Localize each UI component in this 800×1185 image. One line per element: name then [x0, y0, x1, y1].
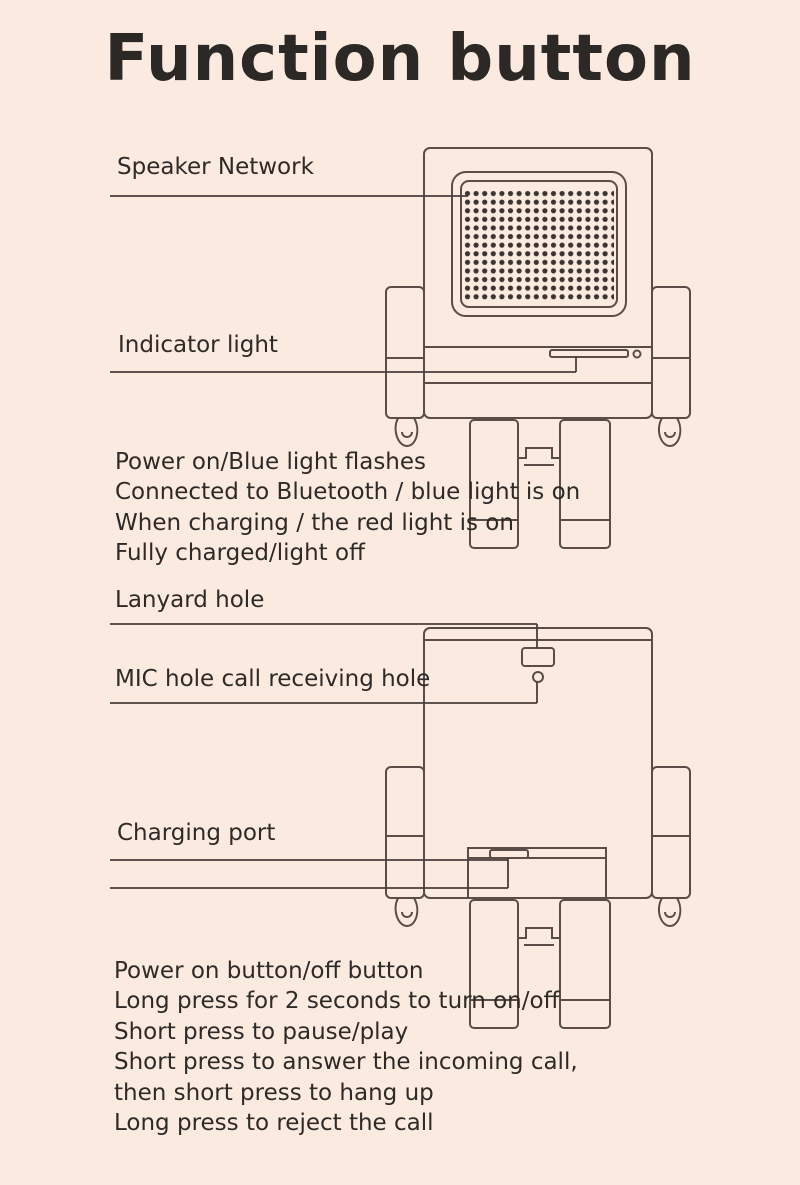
power-note: Short press to pause/play [114, 1018, 409, 1045]
power-button-notes: Power on button/off button Long press fo… [114, 956, 578, 1138]
power-note: then short press to hang up [114, 1079, 434, 1106]
right-leg [559, 419, 611, 549]
charging-port [489, 849, 529, 859]
indicator-states: Power on/Blue light flashes Connected to… [115, 447, 580, 569]
power-note: Long press for 2 seconds to turn on/off [114, 988, 560, 1015]
leader-lines [110, 195, 577, 889]
indicator-light-slot [549, 349, 629, 358]
charging-port-area [467, 847, 607, 899]
mic-hole [532, 671, 544, 683]
power-note: Short press to answer the incoming call, [114, 1049, 578, 1076]
right-arm [651, 286, 691, 419]
label-indicator-light: Indicator light [118, 332, 278, 358]
label-speaker-network: Speaker Network [117, 154, 314, 180]
indicator-state: Fully charged/light off [115, 540, 365, 567]
label-lanyard-hole: Lanyard hole [115, 587, 265, 613]
power-note: Long press to reject the call [114, 1109, 434, 1136]
page-title: Function button [104, 22, 696, 96]
lanyard-hole [521, 647, 555, 667]
indicator-state: Power on/Blue light flashes [115, 449, 427, 475]
speaker-grille [451, 171, 627, 317]
back-view [385, 627, 691, 1029]
power-note: Power on button/off button [114, 958, 424, 984]
indicator-state: When charging / the red light is on [115, 509, 514, 536]
indicator-state: Connected to Bluetooth / blue light is o… [115, 479, 581, 506]
label-mic-hole: MIC hole call receiving hole [115, 666, 431, 692]
left-arm [385, 286, 425, 419]
label-charging-port: Charging port [117, 820, 276, 846]
left-leg [469, 419, 519, 549]
front-view [385, 147, 691, 549]
